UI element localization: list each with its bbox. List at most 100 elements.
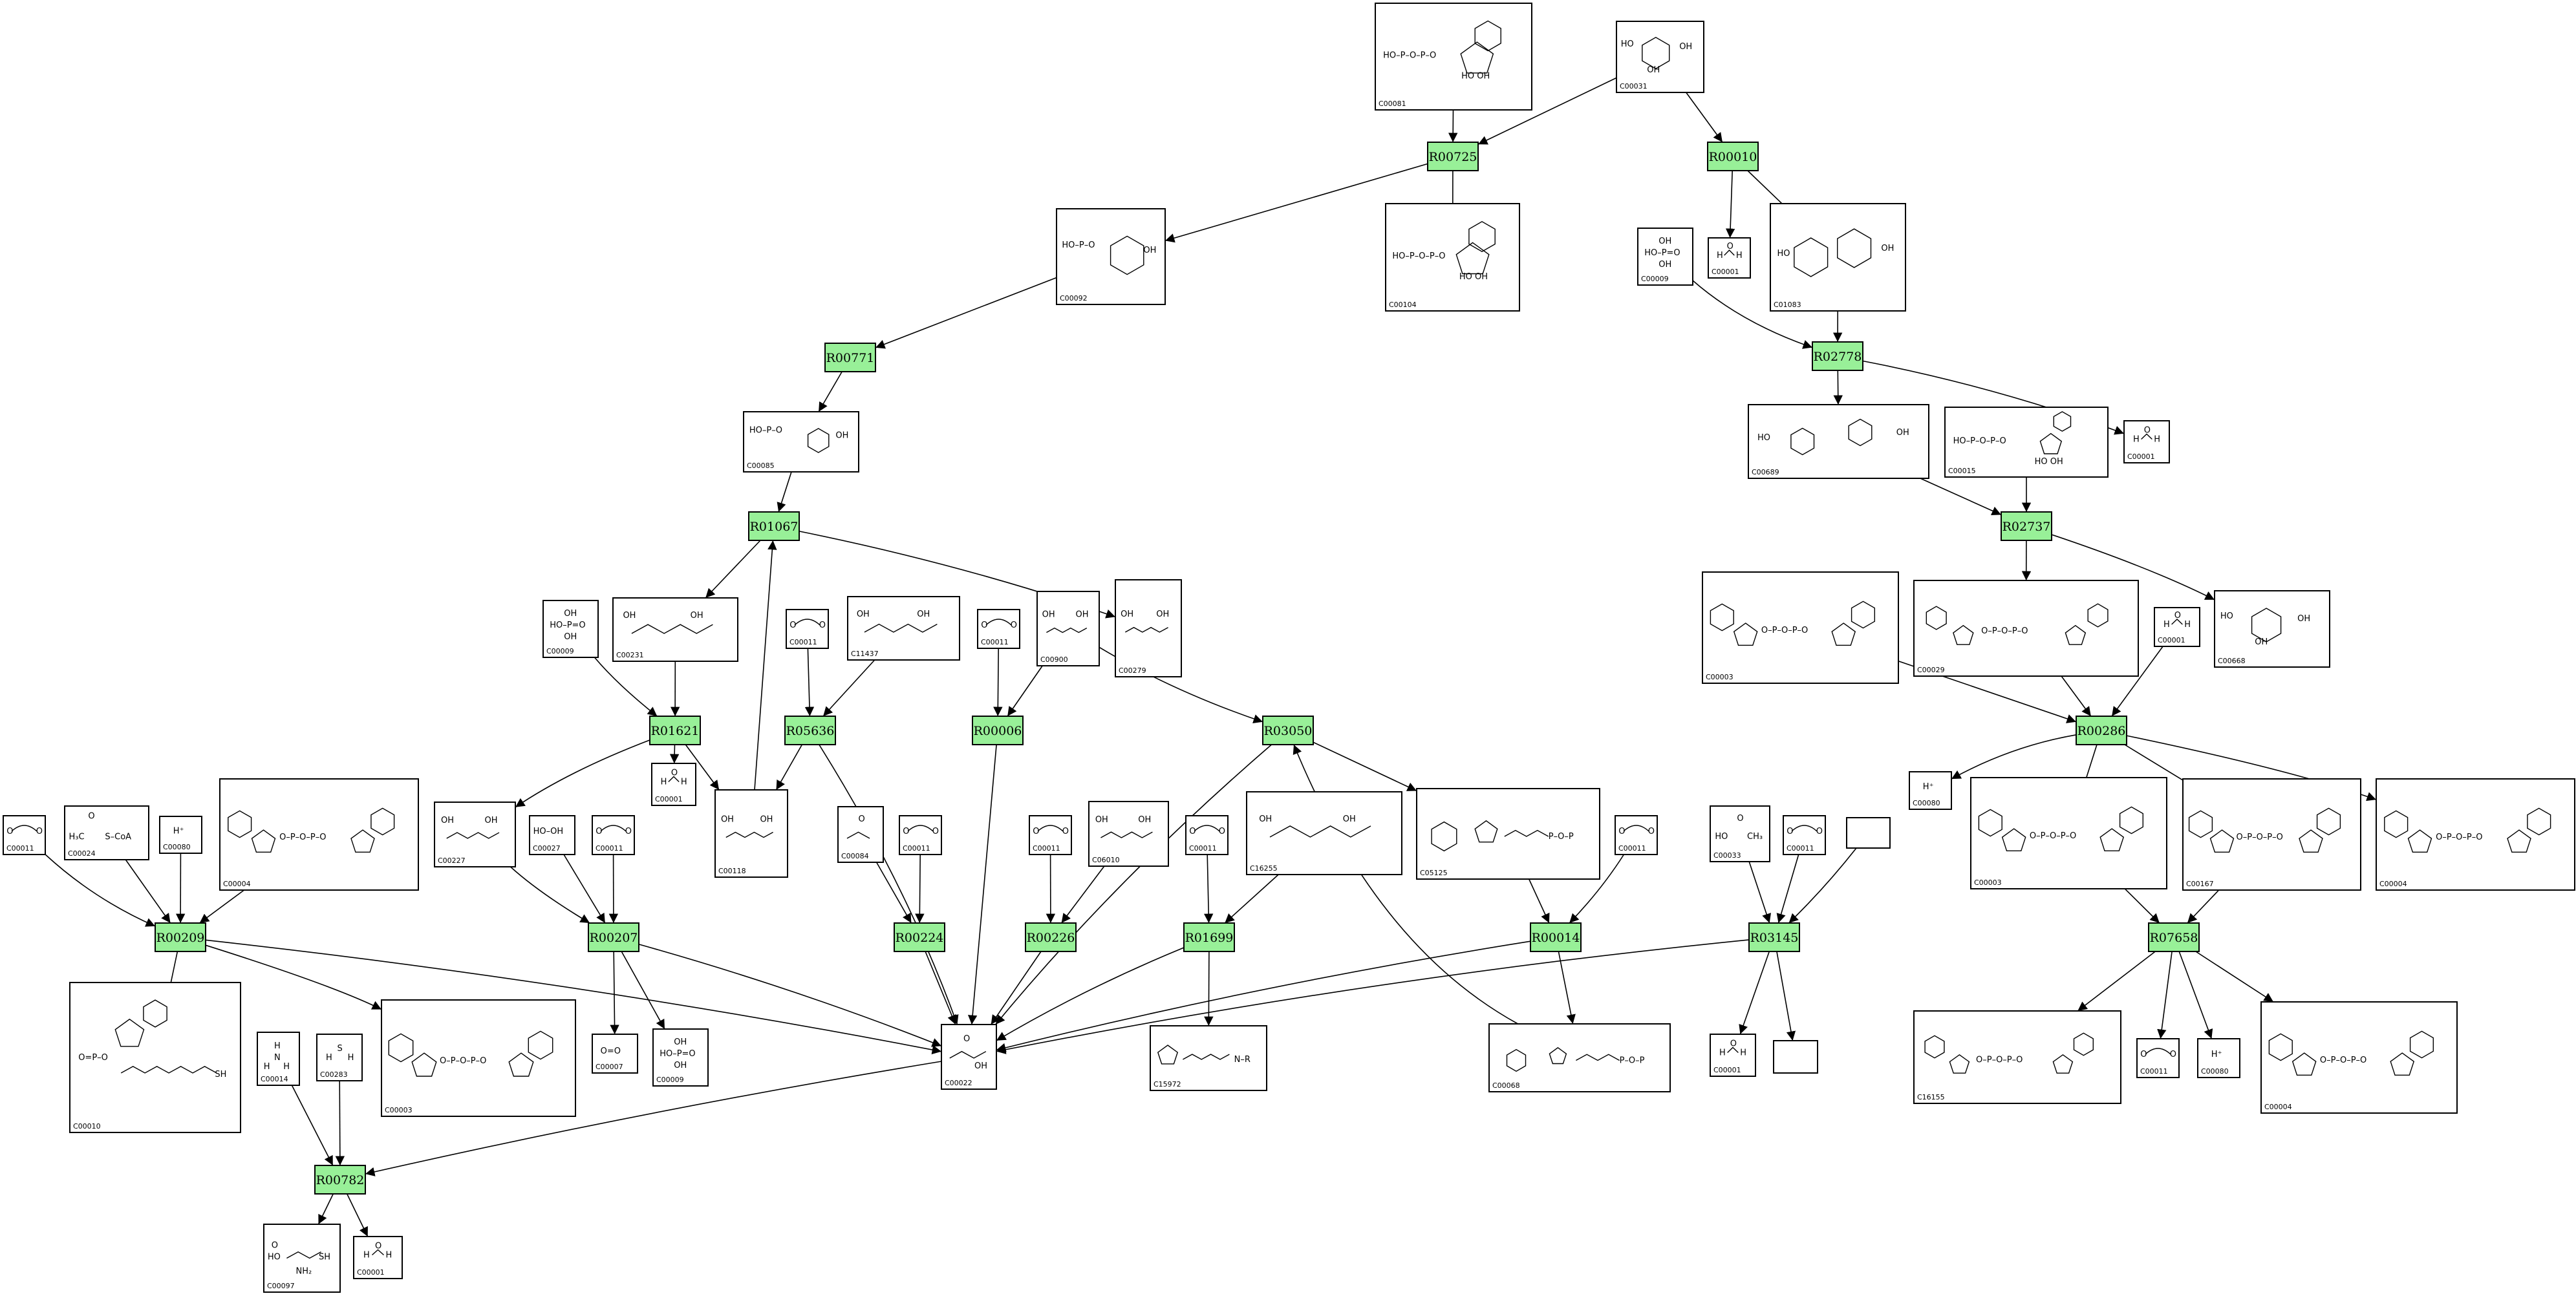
reaction-r00771[interactable]: R00771 [824,343,876,372]
svg-text:O=O: O=O [601,1046,621,1056]
reaction-r00725[interactable]: R00725 [1427,142,1479,171]
structure-icon: HO–P–OOH [749,426,848,453]
svg-text:OH: OH [564,632,577,642]
svg-text:H: H [681,778,687,787]
compound-id-label: C00003 [385,1106,413,1114]
svg-text:H: H [661,778,667,787]
edge-rx-R07658-to-c-C00011j [2157,951,2173,1039]
svg-text:O: O [963,1034,970,1044]
edge-rx-R03050-to-c-C05125 [1313,741,1417,792]
reaction-id-label: R07658 [2150,931,2198,945]
svg-text:OH: OH [691,611,703,621]
reaction-id-label: R00286 [2077,724,2126,738]
reaction-r00226[interactable]: R00226 [1025,922,1077,952]
edge-rx-R01621-to-c-C00118 [685,744,720,791]
structure-icon: HO–P–OOH [1062,235,1156,275]
reaction-r00286[interactable]: R00286 [2076,716,2127,745]
compound-id-label: C00084 [841,852,869,860]
structure-icon: HOH [363,1242,392,1260]
compound-id-label: C15972 [1154,1080,1181,1089]
compound-blank [1846,817,1891,849]
svg-text:OH: OH [623,611,636,621]
reaction-r00224[interactable]: R00224 [894,922,945,952]
structure-icon: N–R [1157,1045,1250,1065]
reaction-r00209[interactable]: R00209 [155,922,206,952]
compound-id-label: C01083 [1774,301,1801,309]
svg-text:O–P–O–P–O: O–P–O–P–O [440,1056,486,1066]
svg-text:O: O [375,1242,381,1251]
edge-c-C00011c-to-rx-R00209 [45,854,156,927]
svg-text:O: O [596,827,602,836]
compound-id-label: C00009 [656,1076,684,1084]
svg-text:OH: OH [1658,260,1671,270]
reaction-r00010[interactable]: R00010 [1707,142,1759,171]
svg-text:OH: OH [1896,428,1909,438]
svg-text:O: O [859,814,865,824]
svg-text:O–P–O–P–O: O–P–O–P–O [1981,626,2028,636]
svg-text:O: O [671,769,678,778]
reaction-r07658[interactable]: R07658 [2148,922,2200,952]
svg-text:O: O [1062,827,1069,836]
compound-id-label: C00011 [981,638,1009,646]
reaction-r00014[interactable]: R00014 [1530,922,1582,952]
reaction-id-label: R05636 [786,724,835,738]
compound-id-label: C00027 [533,844,561,853]
svg-text:O–P–O–P–O: O–P–O–P–O [2237,833,2283,842]
svg-text:O–P–O–P–O: O–P–O–P–O [279,833,326,842]
reaction-r01621[interactable]: R01621 [649,716,701,745]
reaction-r01699[interactable]: R01699 [1183,922,1235,952]
edge-rx-R01699-to-c-C00022 [996,947,1185,1041]
svg-text:S–CoA: S–CoA [105,833,131,842]
compound-id-label: C00033 [1713,851,1741,860]
reaction-r03050[interactable]: R03050 [1262,716,1314,745]
svg-text:HO: HO [268,1253,281,1262]
edge-c-C00009b-to-rx-R01621 [594,657,658,717]
reaction-r00006[interactable]: R00006 [972,716,1024,745]
svg-text:H: H [1717,251,1723,260]
svg-text:HO: HO [1621,39,1634,49]
compound-id-label: C11437 [851,650,879,658]
svg-text:O: O [2140,1050,2147,1059]
reaction-r00207[interactable]: R00207 [588,922,639,952]
compound-c00080: H⁺C00080 [159,816,202,854]
reaction-r02737[interactable]: R02737 [2001,511,2052,541]
svg-text:OH: OH [2297,614,2310,624]
svg-text:HO–P=O: HO–P=O [660,1049,695,1059]
reaction-r00782[interactable]: R00782 [314,1165,366,1195]
edge-c-C16255-to-rx-R01699 [1224,874,1279,924]
svg-text:HO–P–O–P–O: HO–P–O–P–O [1392,251,1445,261]
svg-text:P–O–P: P–O–P [1549,832,1574,842]
edge-rx-R00014-to-c-C00022 [996,940,1531,1052]
svg-text:O: O [1737,814,1743,823]
edge-rx-R07658-to-c-C00004c [2195,951,2274,1003]
edges-layer [45,77,2377,1237]
structure-icon: HO–OH [533,827,564,836]
compound-id-label: C00081 [1379,100,1406,108]
svg-text:HO–P–O–P–O: HO–P–O–P–O [1383,51,1436,61]
edge-rx-R03145-to-c-C00001e [1739,951,1770,1035]
reaction-r05636[interactable]: R05636 [784,716,836,745]
structure-icon: OOH [949,1034,987,1071]
structure-icon: O–P–O–P–O [2268,1030,2434,1076]
reaction-r03145[interactable]: R03145 [1748,922,1800,952]
edge-rx-R00207-to-c-C00022 [638,944,942,1047]
structure-icon: HO–P–O–P–OHO OH [1383,20,1501,81]
structure-icon: HOH [2163,611,2191,630]
edge-rx-R00010-to-c-C01083 [1747,170,1792,214]
reaction-r02778[interactable]: R02778 [1812,341,1863,371]
edge-rx-R00209-to-c-C00010 [164,951,178,993]
reaction-id-label: R00725 [1429,150,1477,164]
reaction-r01067[interactable]: R01067 [748,511,800,541]
